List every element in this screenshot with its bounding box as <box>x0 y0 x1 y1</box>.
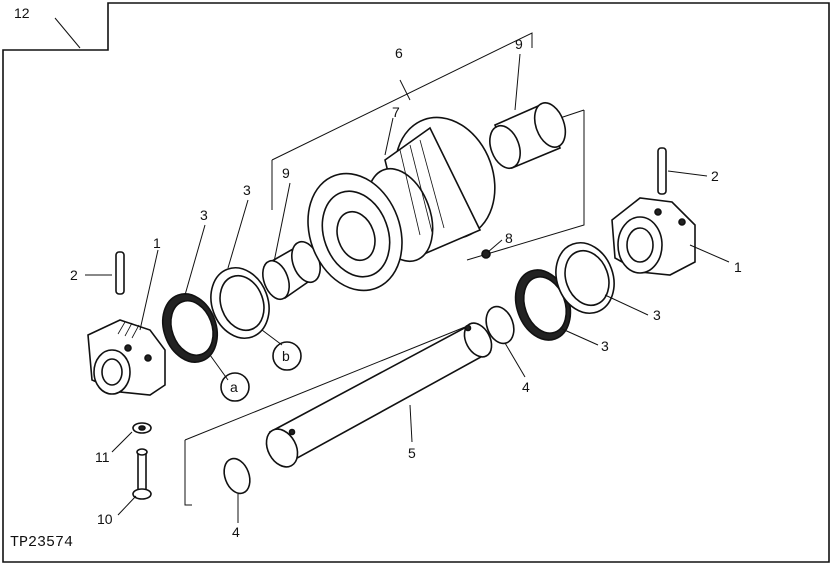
callout-roller: 7 <box>392 104 400 120</box>
left-ring-part <box>210 267 270 339</box>
callout-lower-o-ring: 4 <box>232 524 240 540</box>
callout-left-bushing: 9 <box>282 165 290 181</box>
left-bushing-part <box>262 240 321 301</box>
right-ring-part <box>555 242 615 314</box>
shaft-part <box>265 322 493 468</box>
callout-bolt: 10 <box>97 511 113 527</box>
left-bracket-part <box>87 319 166 396</box>
lower-o-ring-part <box>223 457 251 495</box>
callout-right-ring: 3 <box>653 307 661 323</box>
callout-right-bracket: 1 <box>734 259 742 275</box>
shaft-group-bracket <box>184 324 471 506</box>
sheet-number: 12 <box>14 5 30 21</box>
callout-right-pin: 2 <box>711 168 719 184</box>
figure-id: TP23574 <box>10 534 73 551</box>
callout-shaft: 5 <box>408 445 416 461</box>
callout-left-bracket: 1 <box>153 235 161 251</box>
upper-o-ring-part <box>485 305 515 345</box>
leader-lines <box>85 53 730 523</box>
callout-roller-group: 6 <box>395 45 403 61</box>
bolt-part <box>132 448 152 500</box>
washer-part <box>132 422 152 434</box>
callout-left-seal: 3 <box>200 207 208 223</box>
left-seal-part <box>161 293 219 363</box>
symbol-b-label: b <box>282 348 290 364</box>
symbol-a-label: a <box>230 379 238 395</box>
callout-right-bushing: 9 <box>515 36 523 52</box>
right-seal-part <box>514 269 572 341</box>
left-pin-part <box>115 251 125 295</box>
right-bracket-part <box>611 197 696 276</box>
callout-plug: 8 <box>505 230 513 246</box>
symbol-a-marker: a <box>220 372 250 402</box>
roller-group-bracket <box>271 32 585 261</box>
page-border <box>2 2 830 563</box>
symbol-b-marker: b <box>272 341 302 371</box>
right-pin-part <box>657 147 667 195</box>
right-bushing-part <box>489 101 567 170</box>
callout-left-ring: 3 <box>243 182 251 198</box>
callout-right-seal: 3 <box>601 338 609 354</box>
roller-part <box>307 116 496 292</box>
callout-upper-o-ring: 4 <box>522 379 530 395</box>
callout-washer: 11 <box>95 449 110 465</box>
callout-left-pin: 2 <box>70 267 78 283</box>
